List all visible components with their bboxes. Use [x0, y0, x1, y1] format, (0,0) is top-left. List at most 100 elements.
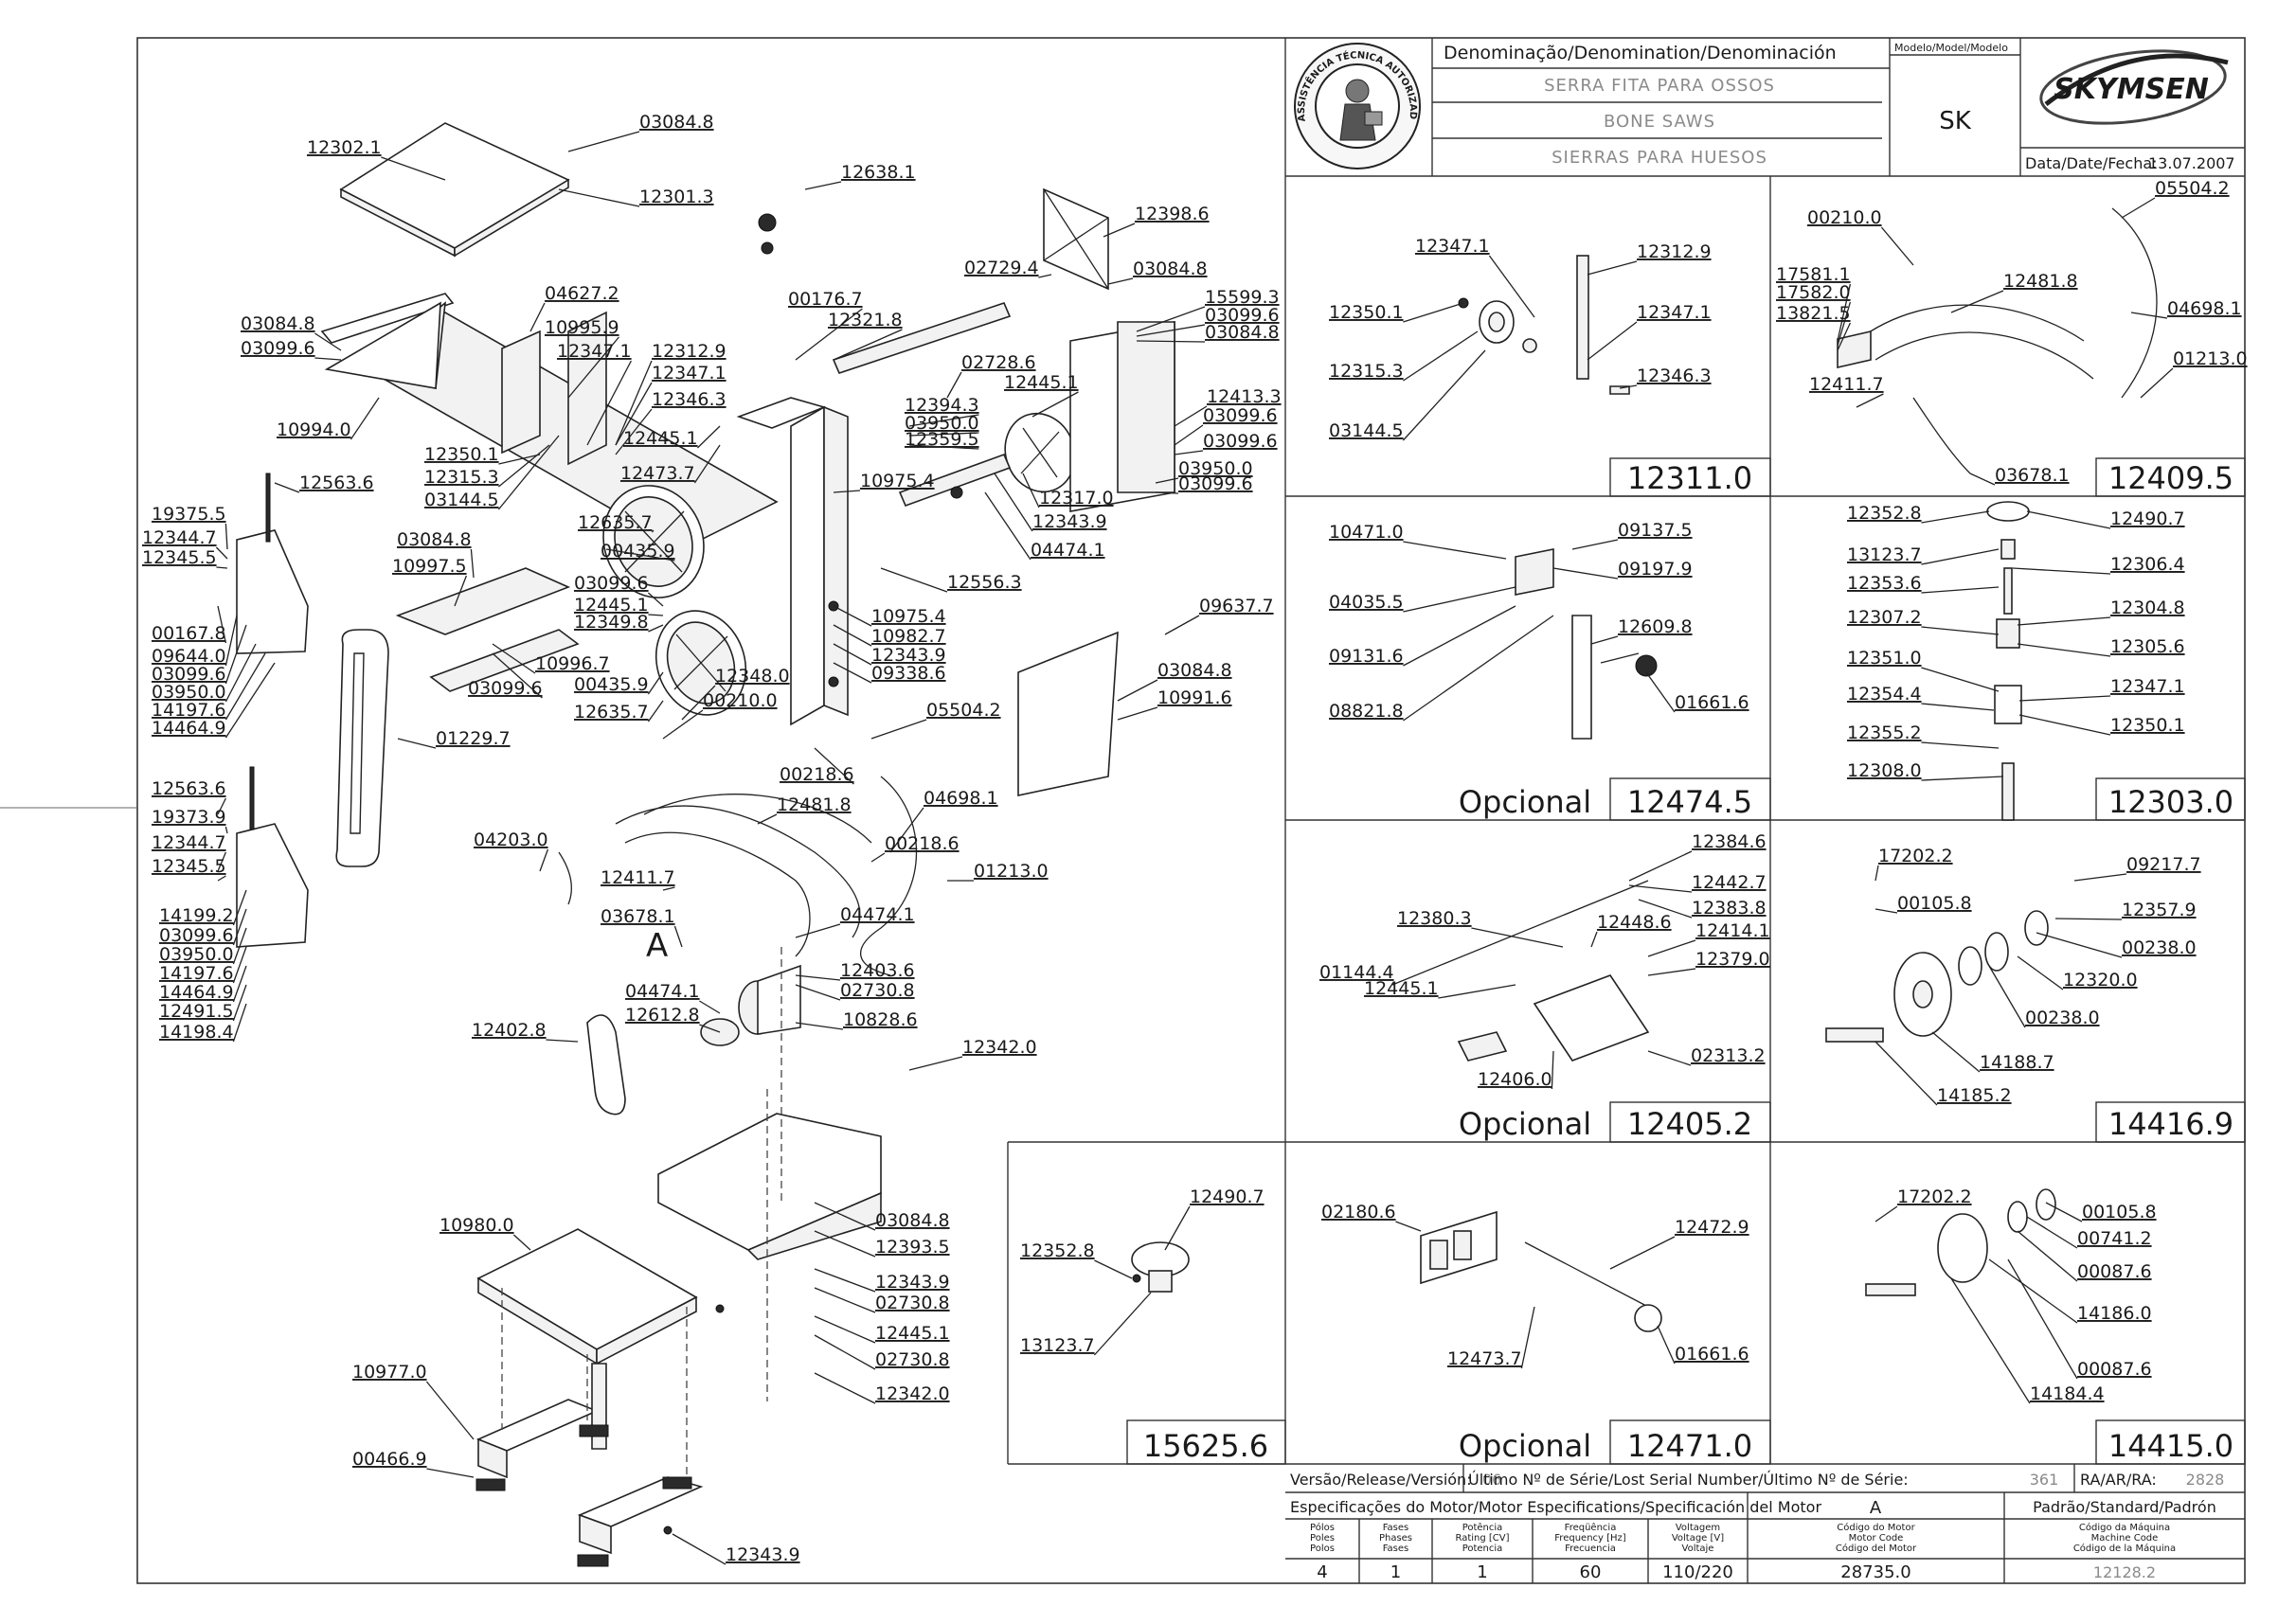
part-number-label: 03144.5	[1329, 420, 1404, 441]
part-number-label: 12343.9	[1032, 511, 1107, 532]
leader-line	[814, 1287, 876, 1313]
leader-line	[1988, 965, 2026, 1028]
motor-column-header: Código del Motor	[1836, 1543, 1917, 1554]
leader-line	[833, 624, 872, 647]
part-number-label: 03099.6	[1205, 305, 1280, 326]
part-number-label: 12394.3	[905, 395, 979, 416]
ra-label: RA/AR/RA:	[2080, 1471, 2157, 1489]
version-value: 06	[1482, 1471, 1501, 1489]
part-number-label: 00466.9	[352, 1449, 427, 1470]
part-number-label: 03144.5	[424, 490, 499, 510]
part-number-label: 14198.4	[159, 1022, 234, 1043]
leader-line	[1164, 1205, 1191, 1251]
part-number-label: 12306.4	[2110, 554, 2185, 575]
leader-line	[425, 1381, 475, 1440]
leader-line	[512, 1234, 531, 1251]
part-number-label: 12473.7	[1447, 1348, 1522, 1369]
part-number-label: 17581.1	[1776, 264, 1851, 285]
part-number-label: 12556.3	[947, 572, 1022, 593]
motor-a-header: A	[1870, 1498, 1882, 1518]
part-number-label: 04698.1	[2167, 298, 2242, 319]
leader-line	[1931, 1031, 1981, 1073]
leader-line	[648, 624, 664, 633]
part-number-label: 12481.8	[777, 794, 852, 815]
part-number-label: 12481.8	[2003, 271, 2078, 292]
leader-line	[648, 614, 664, 616]
part-number-label: 12448.6	[1597, 912, 1672, 933]
leader-line	[224, 652, 266, 721]
part-number-label: 04203.0	[474, 830, 548, 850]
leader-line	[880, 567, 948, 593]
leader-line	[497, 435, 560, 510]
motor-column-value: 4	[1317, 1562, 1327, 1582]
part-number-label: 12411.7	[601, 867, 675, 888]
part-number-label: 12351.0	[1847, 648, 1922, 669]
leader-line	[567, 336, 619, 399]
part-number-label: 10977.0	[352, 1362, 427, 1383]
leader-line	[426, 1468, 475, 1478]
part-number-label: 12357.9	[2122, 900, 2197, 920]
part-labels: 03084.812302.112301.312638.112398.602729…	[142, 112, 2248, 1565]
leader-line	[217, 875, 226, 882]
part-number-label: 02728.6	[961, 352, 1036, 373]
leader-line	[833, 662, 872, 684]
leader-line	[1117, 706, 1158, 721]
part-number-label: 03084.8	[875, 1210, 950, 1231]
panel-code: 15625.6	[1143, 1428, 1268, 1464]
part-number-label: 12346.3	[652, 389, 726, 410]
leader-line	[492, 652, 543, 699]
leader-line	[2130, 312, 2168, 319]
leader-line	[615, 382, 653, 446]
panel-caption: Opcional	[1459, 1428, 1591, 1464]
name-es: SIERRAS PARA HUESOS	[1552, 148, 1767, 168]
part-number-label: 03950.0	[905, 413, 979, 434]
part-number-label: 12411.7	[1809, 374, 1884, 395]
part-number-label: 12343.9	[726, 1544, 800, 1565]
leader-line	[870, 852, 886, 863]
part-number-label: 12609.8	[1618, 616, 1693, 637]
part-number-label: 12350.1	[2110, 715, 2185, 736]
part-number-label: 00167.8	[152, 623, 226, 644]
part-number-label: 00087.6	[2077, 1261, 2152, 1282]
leader-line	[672, 1533, 726, 1565]
part-number-label: 12398.6	[1135, 204, 1210, 224]
motor-column-value: 60	[1580, 1562, 1602, 1582]
part-number-label: 10828.6	[843, 1009, 918, 1030]
leader-line	[908, 432, 979, 437]
part-number-label: 12384.6	[1692, 831, 1767, 852]
leader-line	[2036, 932, 2123, 958]
leader-line	[217, 797, 226, 815]
part-number-label: 13123.7	[1020, 1335, 1095, 1356]
motor-column-header: Voltagem	[1676, 1523, 1720, 1533]
part-number-label: 00105.8	[2082, 1202, 2157, 1222]
leader-line	[2017, 1230, 2078, 1282]
leader-line	[470, 548, 475, 579]
leader-line	[2007, 1258, 2078, 1380]
leader-line	[647, 592, 664, 607]
part-number-label: 13821.5	[1776, 303, 1851, 324]
leader-line	[454, 575, 468, 607]
leader-line	[1551, 1050, 1554, 1090]
leader-line	[1403, 615, 1554, 722]
leader-line	[2017, 955, 2064, 990]
part-number-label: 08821.8	[1329, 701, 1404, 722]
leader-line	[1587, 321, 1638, 361]
motor-column-header: Fases	[1383, 1544, 1409, 1554]
part-number-label: 12406.0	[1478, 1069, 1552, 1090]
leader-line	[651, 529, 655, 533]
part-number-label: 12342.0	[962, 1037, 1037, 1058]
model-header: Modelo/Model/Modelo	[1894, 42, 2008, 54]
part-number-label: 00741.2	[2077, 1228, 2152, 1249]
part-number-label: 12353.6	[1847, 573, 1922, 594]
leader-line	[1628, 850, 1693, 882]
part-number-label: 10980.0	[439, 1215, 514, 1236]
leader-line	[662, 709, 704, 740]
part-number-label: 02180.6	[1321, 1202, 1396, 1222]
panel-code: 12474.5	[1627, 784, 1752, 820]
part-number-label: 12380.3	[1397, 908, 1472, 929]
part-number-label: 00238.0	[2025, 1008, 2100, 1028]
part-number-label: 12352.8	[1847, 503, 1922, 524]
part-number-label: 12315.3	[1329, 361, 1404, 382]
part-number-label: 12321.8	[828, 310, 903, 330]
leader-line	[1164, 615, 1200, 635]
